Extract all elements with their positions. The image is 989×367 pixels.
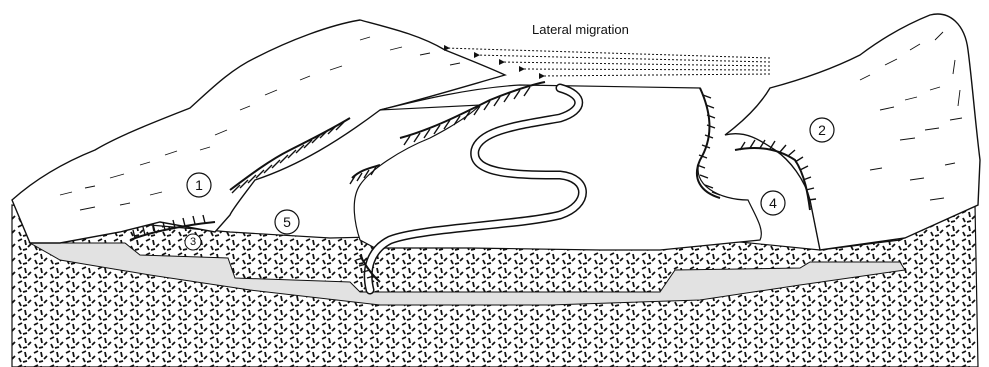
terrace-label-2: 2: [810, 118, 834, 142]
svg-text:3: 3: [190, 236, 196, 248]
terrace-label-3: 3: [185, 234, 201, 250]
svg-text:1: 1: [195, 177, 203, 193]
lateral-migration-label: Lateral migration: [532, 22, 629, 37]
terrace-label-5: 5: [275, 210, 299, 234]
svg-text:5: 5: [283, 214, 291, 230]
svg-text:2: 2: [818, 122, 826, 138]
floodplain-surface: [354, 85, 761, 250]
terrace-label-1: 1: [187, 173, 211, 197]
terrace-label-4: 4: [761, 191, 785, 215]
right-hill-terrace: [725, 14, 980, 250]
svg-text:4: 4: [769, 195, 777, 211]
